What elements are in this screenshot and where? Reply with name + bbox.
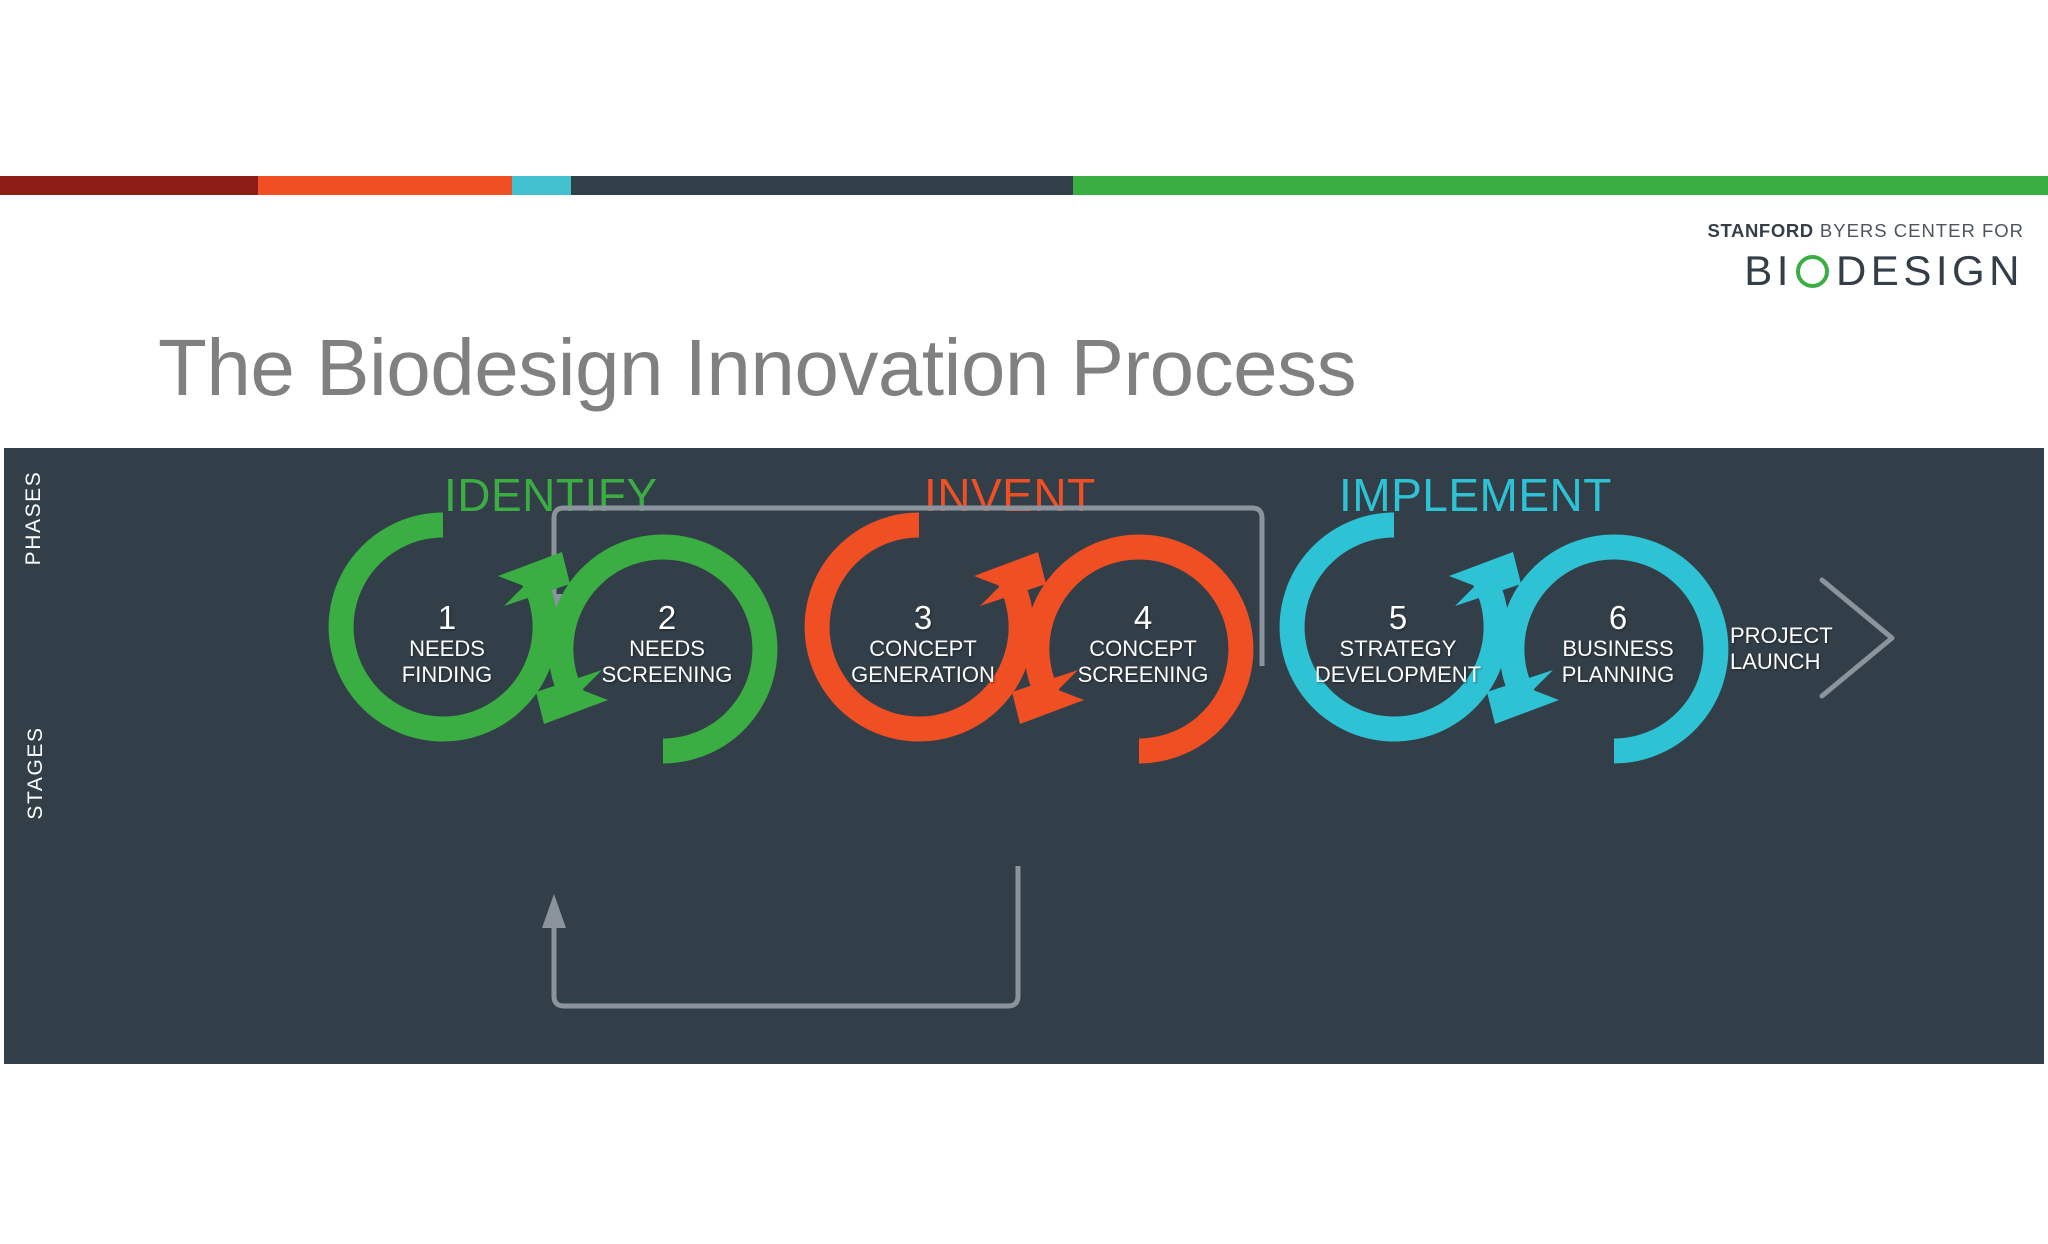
stage-pair-invent xyxy=(804,512,1254,764)
color-bar-segment-green xyxy=(1073,176,2048,195)
logo-tagline-rest: BYERS CENTER FOR xyxy=(1813,220,2024,241)
color-bar-segment-cyan xyxy=(511,176,572,195)
stage-arrow-6-to-5 xyxy=(1487,670,1559,724)
stage-ring-1[interactable] xyxy=(328,512,558,742)
logo-circle-o-icon xyxy=(1795,255,1829,288)
color-bar-segment-slate xyxy=(571,176,1074,195)
stage-ring-3[interactable] xyxy=(804,512,1034,742)
color-bar-segment-dark-red xyxy=(0,176,259,195)
stage-ring-6[interactable] xyxy=(1499,534,1729,764)
biodesign-process-diagram: PHASES STAGES IDENTIFY INVENT IMPLEMENT xyxy=(4,448,2044,1064)
stage-arrow-2-to-1 xyxy=(536,670,608,724)
stage-arrow-3-to-4 xyxy=(974,552,1046,606)
stage-arrow-1-to-2 xyxy=(498,552,570,606)
stage-ring-4[interactable] xyxy=(1024,534,1254,764)
color-bar-segment-orange-red xyxy=(258,176,512,195)
project-launch-label: PROJECT LAUNCH xyxy=(1730,623,1833,675)
phase-label-implement: IMPLEMENT xyxy=(1339,469,1612,521)
project-launch-chevron-icon xyxy=(1819,577,1895,699)
logo-wordmark-bi: BI xyxy=(1744,246,1793,294)
phase-label-identify: IDENTIFY xyxy=(444,469,658,521)
logo-wordmark-design: DESIGN xyxy=(1835,246,2024,294)
page-title: The Biodesign Innovation Process xyxy=(158,323,1357,412)
logo-tagline-stanford: STANFORD xyxy=(1707,220,1814,241)
stage-arrow-5-to-6 xyxy=(1449,552,1521,606)
stage-pair-identify xyxy=(328,512,778,764)
stage-arrow-4-to-3 xyxy=(1012,670,1084,724)
stage-ring-5[interactable] xyxy=(1279,512,1509,742)
stage-pair-implement xyxy=(1279,512,1729,764)
phase-label-invent: INVENT xyxy=(924,469,1096,521)
project-launch-line2: LAUNCH xyxy=(1730,649,1821,674)
brand-color-bar xyxy=(0,176,2048,195)
biodesign-logo: STANFORD BYERS CENTER FOR BI DESIGN xyxy=(1707,220,2024,294)
logo-tagline: STANFORD BYERS CENTER FOR xyxy=(1707,220,2024,241)
logo-wordmark: BI DESIGN xyxy=(1708,246,2024,294)
feedback-loop-lower-arrowhead xyxy=(542,894,566,928)
project-launch-line1: PROJECT xyxy=(1730,623,1833,648)
feedback-loop-lower xyxy=(542,866,1021,1009)
stage-ring-2[interactable] xyxy=(548,534,778,764)
process-cycle-graphic xyxy=(328,505,1895,1009)
